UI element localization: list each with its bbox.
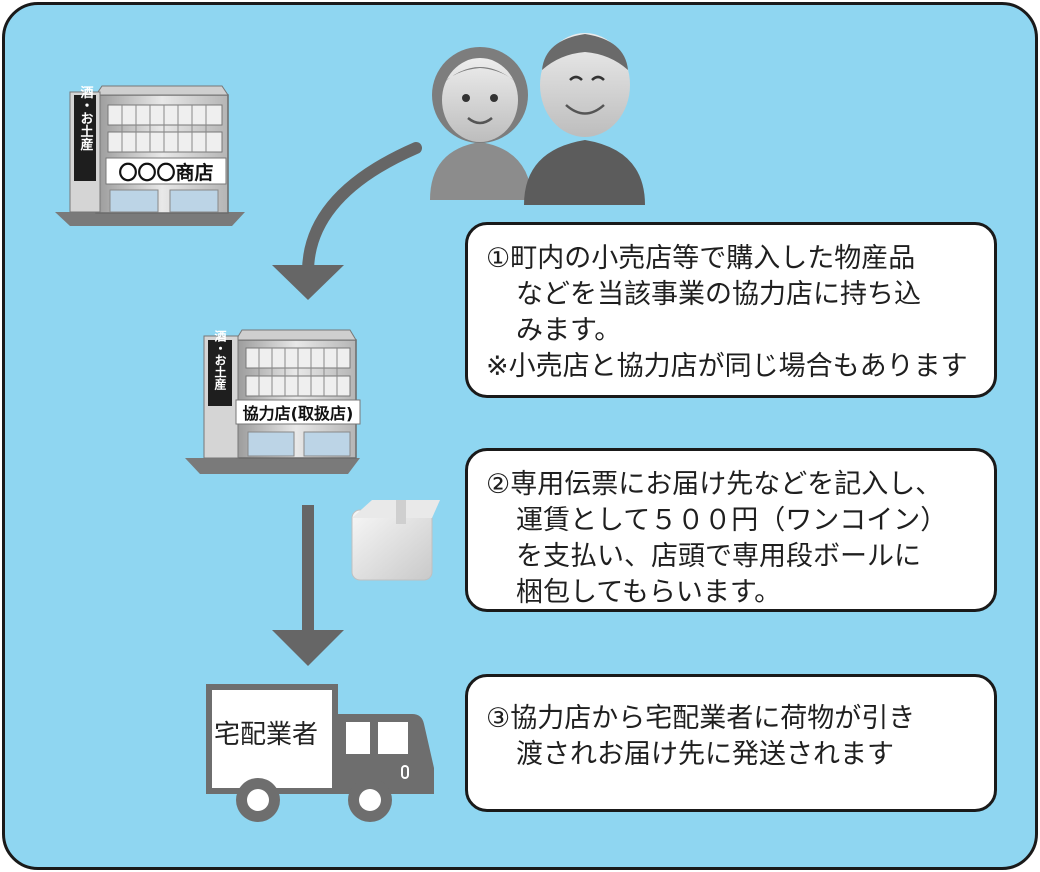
- step-1-line-3: みます。: [516, 315, 622, 346]
- step-3-box: ③協力店から宅配業者に荷物が引き 渡されお届け先に発送されます: [465, 674, 997, 812]
- step-1-line-1: ①町内の小売店等で購入した物産品: [486, 243, 916, 274]
- step-2-box: ②専用伝票にお届け先などを記入し、 運賃として５００円（ワンコイン） を支払い、…: [465, 448, 997, 612]
- step-3-line-2: 渡されお届け先に発送されます: [516, 739, 894, 770]
- step-1-box: ①町内の小売店等で購入した物産品 などを当該事業の協力店に持ち込 みます。 ※小…: [465, 222, 997, 398]
- customers-icon: [430, 33, 645, 205]
- shop1-front-sign: 〇〇〇商店: [118, 161, 213, 184]
- flow-arrow-2: [272, 505, 344, 666]
- step-2-line-3: を支払い、店頭で専用段ボールに: [516, 541, 921, 572]
- shop-building-1: [55, 85, 245, 226]
- step-1-note: ※小売店と協力店が同じ場合もあります: [486, 351, 968, 382]
- truck-label: 宅配業者: [214, 720, 319, 750]
- shop-building-2: [185, 329, 361, 474]
- package-icon: [351, 500, 440, 581]
- shop2-front-sign: 協力店(取扱店): [243, 404, 354, 423]
- shop1-side-sign: 酒・お土産: [78, 86, 94, 152]
- step-2-line-4: 梱包してもらいます。: [516, 577, 782, 608]
- shop2-side-sign: 酒・お土産: [213, 330, 227, 391]
- step-3-line-1: ③協力店から宅配業者に荷物が引き: [486, 703, 916, 734]
- step-1-line-2: などを当該事業の協力店に持ち込: [516, 279, 921, 310]
- step-2-line-1: ②専用伝票にお届け先などを記入し、: [486, 469, 943, 500]
- flow-arrow-1: [272, 142, 422, 300]
- truck-icon: [206, 684, 434, 822]
- step-2-line-2: 運賃として５００円（ワンコイン）: [516, 505, 948, 536]
